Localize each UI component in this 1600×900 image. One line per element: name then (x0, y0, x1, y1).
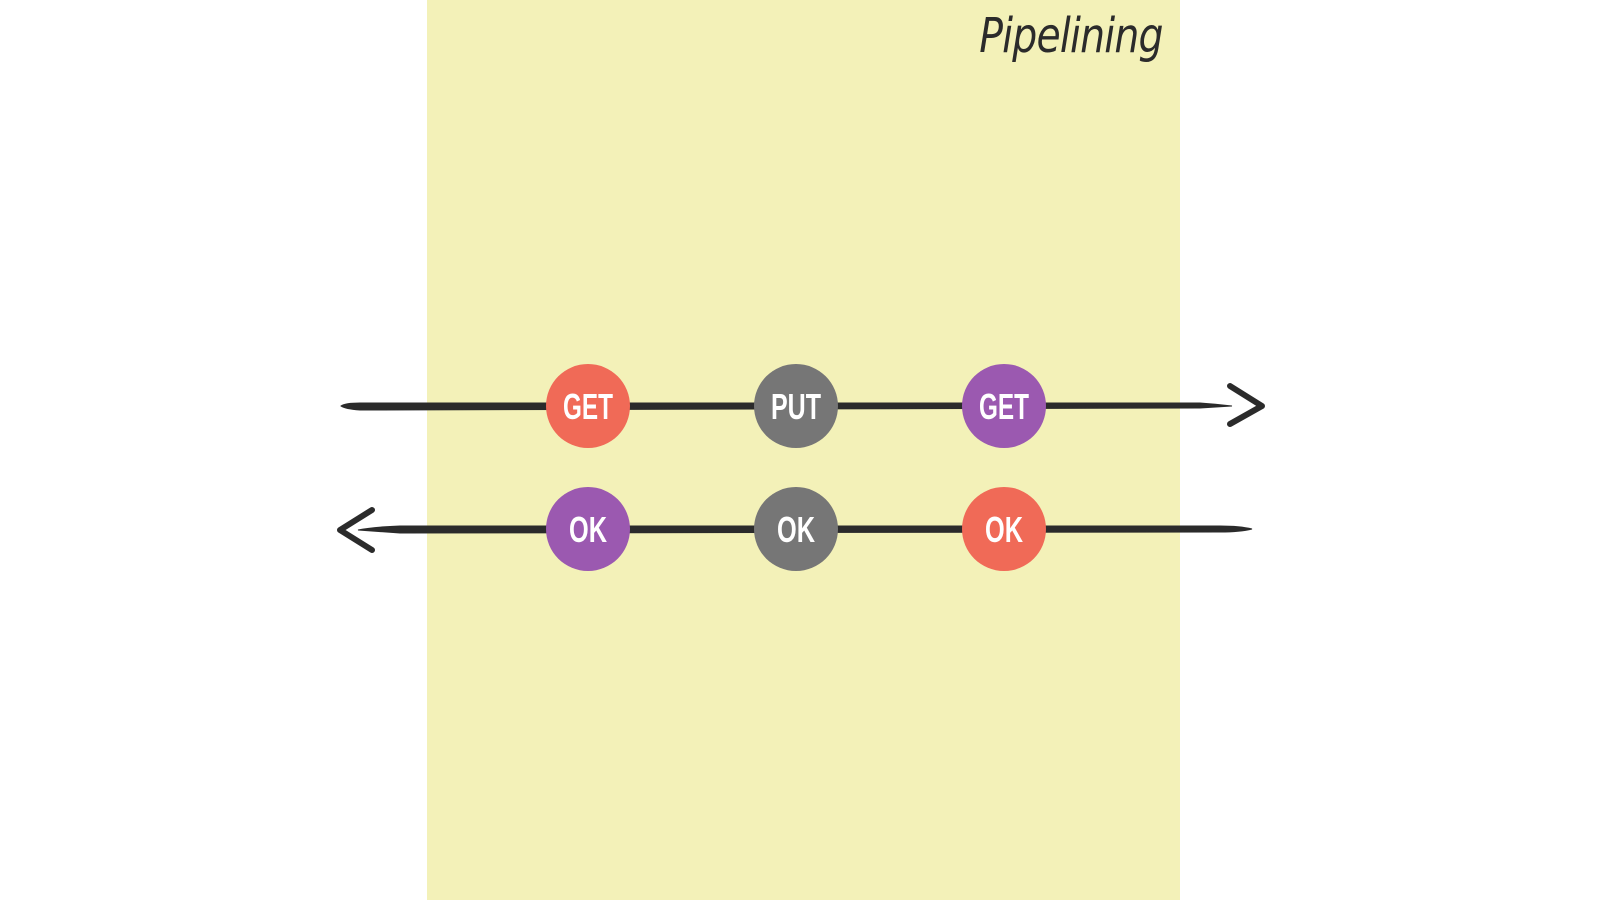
request-node-label: PUT (771, 386, 821, 427)
request-node-2: PUT (754, 364, 838, 448)
response-node-1: OK (546, 487, 630, 571)
response-node-circle (754, 487, 838, 571)
request-node-label: GET (563, 386, 613, 427)
response-node-label: OK (985, 509, 1023, 550)
response-node-2: OK (754, 487, 838, 571)
response-node-label: OK (569, 509, 607, 550)
yellow-panel (427, 0, 1180, 900)
request-node-1: GET (546, 364, 630, 448)
request-node-3: GET (962, 364, 1046, 448)
request-node-circle (962, 364, 1046, 448)
request-node-circle (754, 364, 838, 448)
response-node-circle (546, 487, 630, 571)
request-arrowhead-icon (1227, 383, 1265, 427)
request-node-label: GET (979, 386, 1029, 427)
response-node-circle (962, 487, 1046, 571)
response-arrowhead-icon (337, 507, 375, 553)
response-node-label: OK (777, 509, 815, 550)
diagram-title: Pipelining (979, 8, 1164, 64)
response-node-3: OK (962, 487, 1046, 571)
request-node-circle (546, 364, 630, 448)
